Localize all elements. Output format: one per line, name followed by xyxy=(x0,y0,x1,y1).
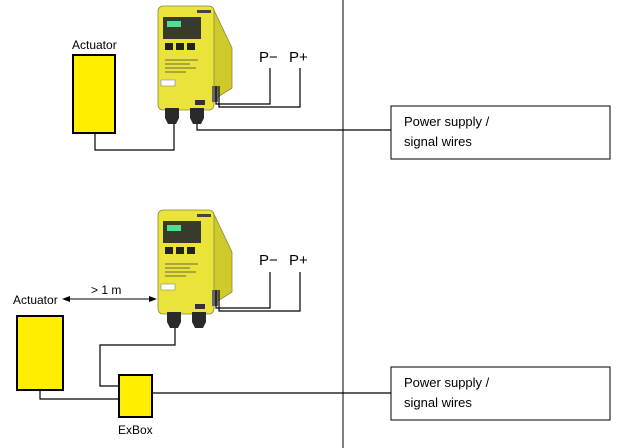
top-actuator-box xyxy=(72,54,116,134)
top-power-label-line2: signal wires xyxy=(404,134,472,149)
top-p-minus-label: P− xyxy=(259,49,278,66)
top-wires xyxy=(94,68,391,151)
top-power-supply-text: Power supply / signal wires xyxy=(404,112,489,152)
bottom-power-label-line1: Power supply / xyxy=(404,375,490,390)
exbox-label: ExBox xyxy=(118,423,153,437)
top-device-display xyxy=(163,17,201,39)
top-p-plus-label: P+ xyxy=(289,49,308,66)
bottom-transmitter-device xyxy=(157,209,233,328)
bottom-p-minus-label: P− xyxy=(259,252,278,269)
bottom-wires xyxy=(39,272,391,400)
distance-arrow xyxy=(62,296,157,302)
bottom-power-supply-box xyxy=(390,366,611,421)
bottom-actuator-box xyxy=(16,315,64,391)
bottom-device-display xyxy=(163,221,201,243)
distance-label: > 1 m xyxy=(91,283,122,297)
top-cable-gland-right xyxy=(190,108,204,124)
bottom-cable-gland-right xyxy=(192,312,206,328)
exbox xyxy=(118,374,153,418)
bottom-cable-gland-left xyxy=(167,312,181,328)
bottom-p-plus-label: P+ xyxy=(289,252,308,269)
top-power-label-line1: Power supply / xyxy=(404,114,490,129)
top-cable-gland-left xyxy=(165,108,179,124)
top-power-supply-box xyxy=(390,105,611,160)
bottom-actuator-label: Actuator xyxy=(13,293,58,307)
top-transmitter-device xyxy=(157,5,233,124)
bottom-power-label-line2: signal wires xyxy=(404,395,472,410)
bottom-power-supply-text: Power supply / signal wires xyxy=(404,373,489,413)
top-actuator-label: Actuator xyxy=(72,38,117,52)
